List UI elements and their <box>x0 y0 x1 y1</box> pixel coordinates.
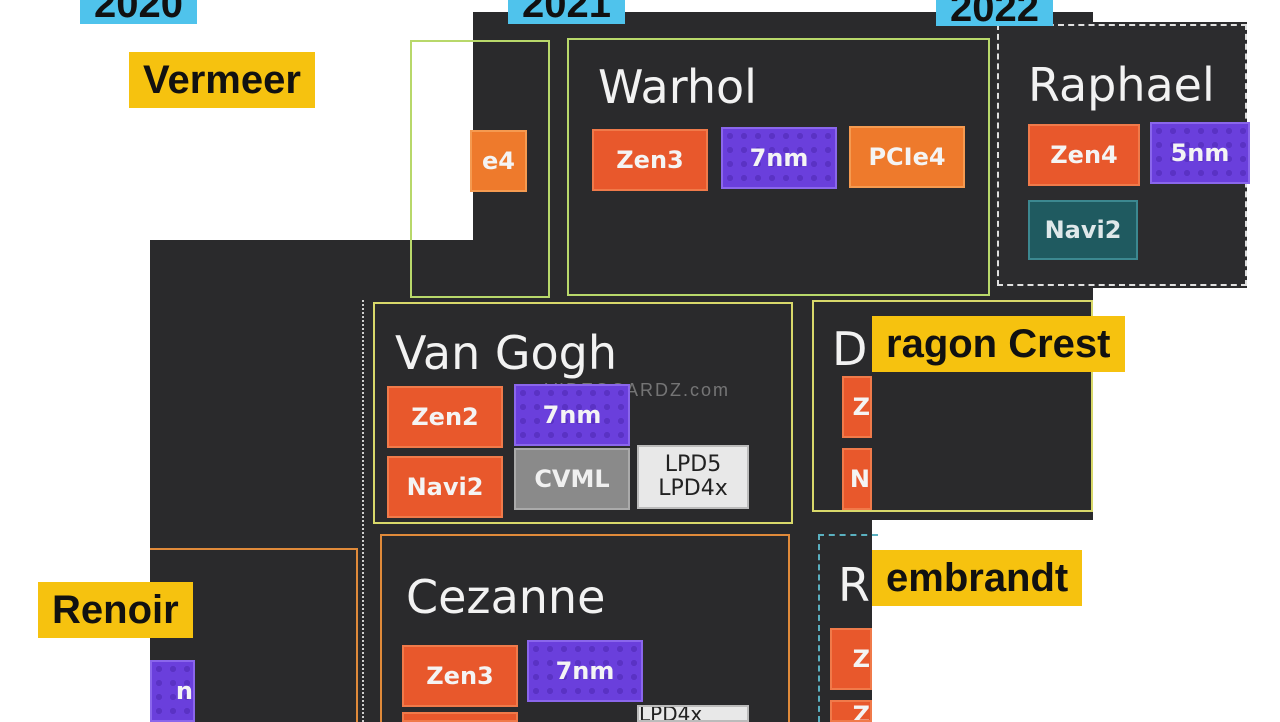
column-divider <box>362 300 364 722</box>
cezanne-zen-chip: Zen3 <box>402 645 518 707</box>
label-rembrandt: embrandt <box>872 550 1083 606</box>
renoir-node-chip: n <box>150 660 195 722</box>
vermeer-box <box>410 40 550 298</box>
van-gogh-box <box>373 302 793 524</box>
rembrandt-name-fragment: R <box>838 558 870 612</box>
warhol-node-chip: 7nm <box>721 127 837 189</box>
cezanne-node-chip: 7nm <box>527 640 643 702</box>
cezanne-box <box>380 534 790 722</box>
van-gogh-name: Van Gogh <box>395 326 618 380</box>
warhol-zen-chip: Zen3 <box>592 129 708 191</box>
rembrandt-zen-chip: Z <box>830 628 872 690</box>
year-tag-2021: 2021 <box>508 0 625 24</box>
warhol-box <box>567 38 990 296</box>
rembrandt-chip-2: Z <box>830 700 872 722</box>
dragon-crest-navi-chip: N <box>842 448 872 510</box>
warhol-name: Warhol <box>598 60 757 114</box>
dragon-crest-box <box>812 300 1093 512</box>
dragon-crest-name-fragment: D <box>832 322 868 376</box>
cezanne-name: Cezanne <box>406 570 606 624</box>
rembrandt-box <box>818 534 878 722</box>
warhol-pcie-chip: PCIe4 <box>849 126 965 188</box>
renoir-box <box>150 548 358 722</box>
cezanne-memory-chip: LPD4x <box>637 705 749 722</box>
raphael-navi-chip: Navi2 <box>1028 200 1138 260</box>
dragon-crest-zen-chip: Z <box>842 376 872 438</box>
raphael-zen-chip: Zen4 <box>1028 124 1140 186</box>
photo-middle <box>150 240 872 722</box>
year-tag-2022: 2022 <box>936 0 1053 26</box>
year-tag-2020: 2020 <box>80 0 197 24</box>
vermeer-pcie-chip: e4 <box>470 130 527 192</box>
raphael-node-chip: 5nm <box>1150 122 1250 184</box>
van-gogh-zen-chip: Zen2 <box>387 386 503 448</box>
cezanne-row2-chip <box>402 712 518 722</box>
label-dragon-crest: ragon Crest <box>872 316 1125 372</box>
van-gogh-node-chip: 7nm <box>514 384 630 446</box>
label-renoir: Renoir <box>38 582 193 638</box>
raphael-name: Raphael <box>1028 58 1215 112</box>
van-gogh-navi-chip: Navi2 <box>387 456 503 518</box>
label-vermeer: Vermeer <box>129 52 315 108</box>
van-gogh-cvml-chip: CVML <box>514 448 630 510</box>
